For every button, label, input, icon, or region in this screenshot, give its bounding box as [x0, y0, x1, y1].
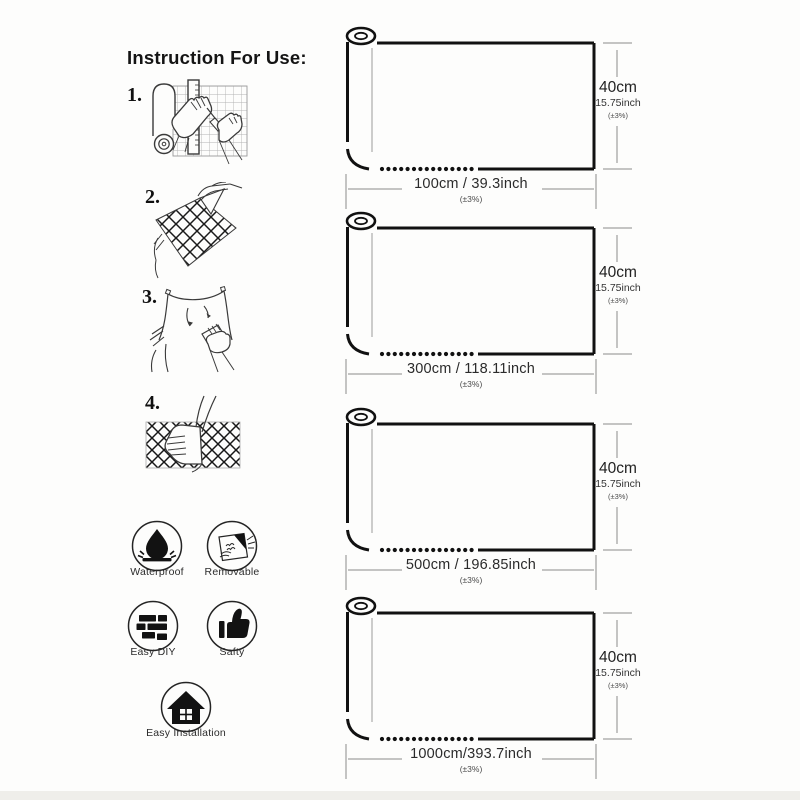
house-icon: [160, 681, 212, 733]
page-title: Instruction For Use:: [127, 47, 307, 68]
roll-width-label: 100cm / 39.3inch: [414, 176, 528, 192]
roll-width-tolerance: (±3%): [459, 379, 483, 389]
roll-diagram: 100cm / 39.3inch (±3%) 40cm 15.75inch (±…: [336, 22, 648, 214]
roll-height-inch: 15.75inch: [595, 282, 641, 294]
roll-height-cm: 40cm: [599, 264, 637, 281]
roll-width-tolerance: (±3%): [459, 194, 483, 204]
roll-height-cm: 40cm: [599, 649, 637, 666]
roll-diagram: 500cm / 196.85inch (±3%) 40cm 15.75inch …: [336, 403, 648, 595]
roll-height-inch: 15.75inch: [595, 667, 641, 679]
roll-height-inch: 15.75inch: [595, 97, 641, 109]
roll-height-tolerance: (±3%): [608, 681, 628, 690]
roll-diagram: 1000cm/393.7inch (±3%) 40cm 15.75inch (±…: [336, 592, 648, 784]
smooth-wallpaper-by-hand-icon: [145, 395, 241, 473]
bottom-edge-strip: [0, 791, 800, 800]
wallpaper-roll-icon: [345, 596, 632, 779]
roll-height-cm: 40cm: [599, 79, 637, 96]
step-3-number: 3.: [142, 286, 157, 308]
apply-sheet-to-wall-with-squeegee-icon: [149, 285, 235, 373]
brick-wall-icon: [127, 600, 179, 652]
cut-wallpaper-on-grid-mat-icon: [152, 79, 248, 165]
roll-width-tolerance: (±3%): [459, 764, 483, 774]
roll-width-tolerance: (±3%): [459, 575, 483, 585]
roll-height-cm: 40cm: [599, 460, 637, 477]
feature-label: Easy Installation: [146, 727, 226, 739]
roll-height-tolerance: (±3%): [608, 492, 628, 501]
step-4-number: 4.: [145, 392, 160, 414]
thumbs-up-icon: [206, 600, 258, 652]
waterproof-drop-icon: [131, 520, 183, 572]
peel-backing-from-sheet-icon: [153, 182, 243, 279]
wallpaper-roll-icon: [345, 211, 632, 394]
removable-peel-icon: [206, 520, 258, 572]
wallpaper-roll-icon: [345, 26, 632, 209]
feature-label: Easy DIY: [130, 646, 176, 658]
feature-label: Waterproof: [130, 566, 184, 578]
feature-label: Safty: [219, 646, 245, 658]
roll-diagram: 300cm / 118.11inch (±3%) 40cm 15.75inch …: [336, 207, 648, 399]
wallpaper-roll-icon: [345, 407, 632, 590]
roll-height-tolerance: (±3%): [608, 296, 628, 305]
roll-width-label: 1000cm/393.7inch: [410, 746, 532, 762]
roll-width-label: 300cm / 118.11inch: [406, 361, 535, 377]
step-2-number: 2.: [145, 186, 160, 208]
roll-width-label: 500cm / 196.85inch: [405, 557, 537, 573]
roll-height-inch: 15.75inch: [595, 478, 641, 490]
roll-height-tolerance: (±3%): [608, 111, 628, 120]
feature-label: Removable: [204, 566, 260, 578]
step-1-number: 1.: [127, 84, 142, 106]
